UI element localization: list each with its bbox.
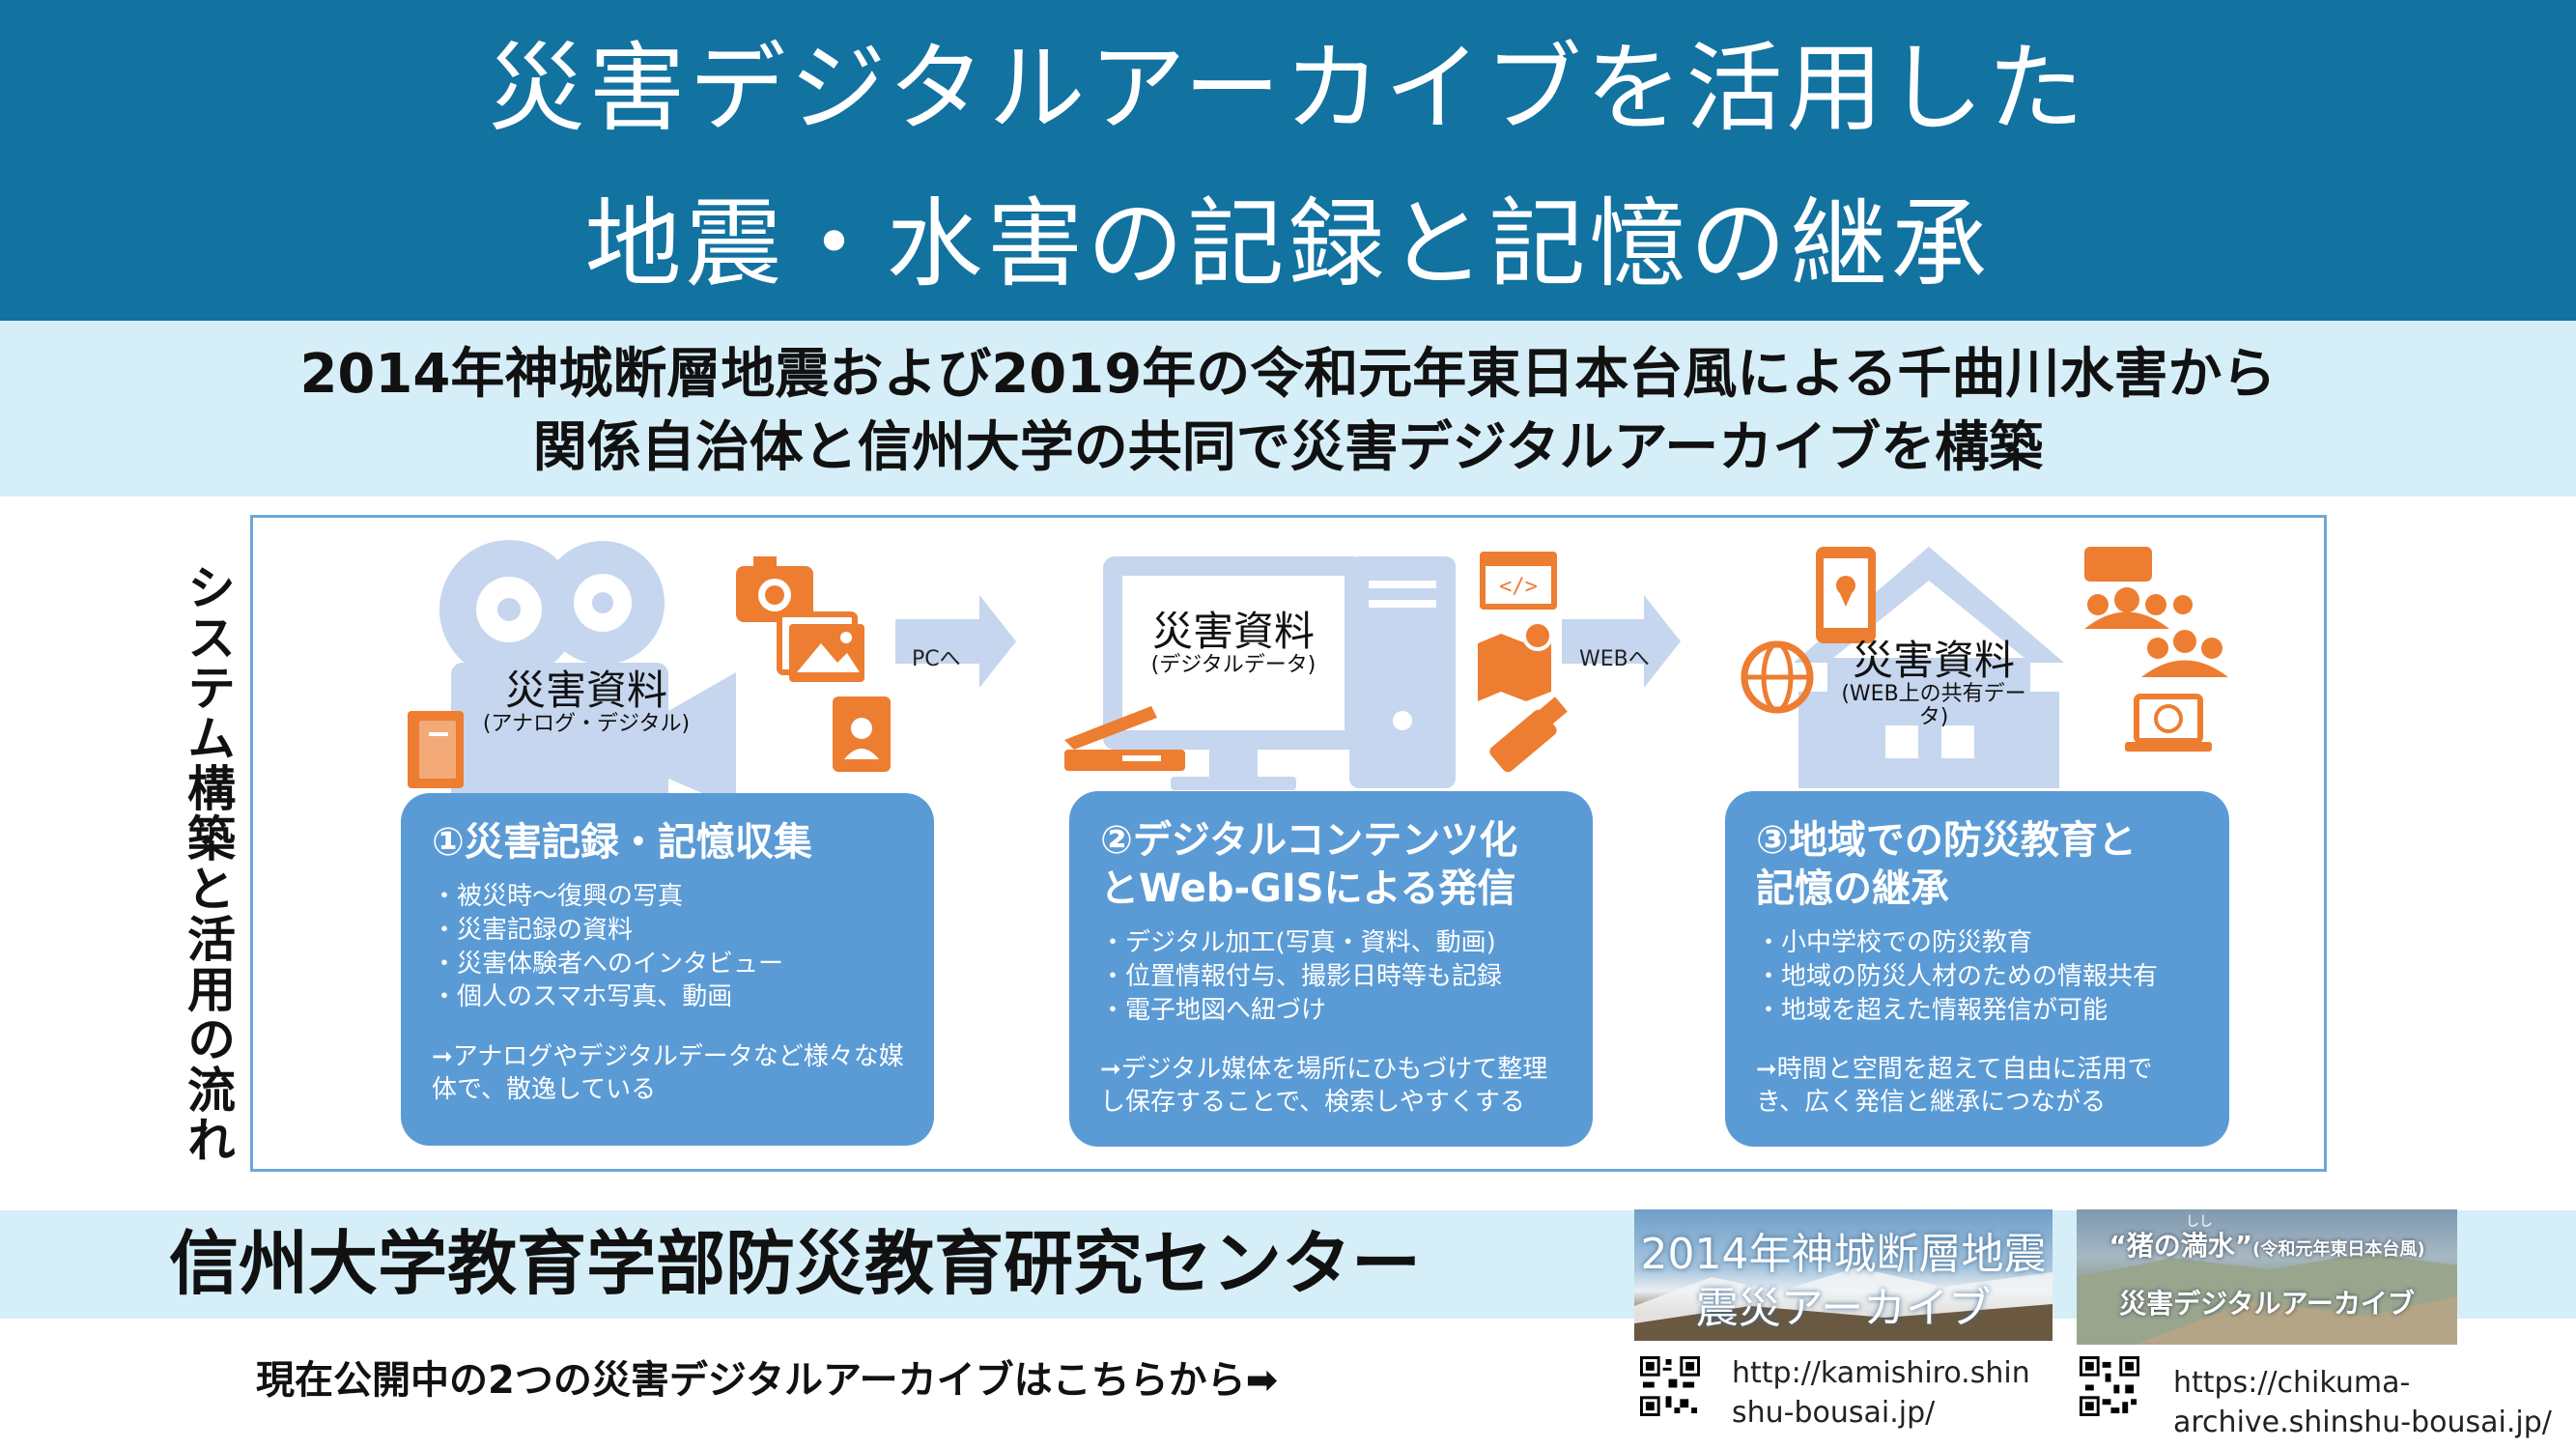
side-label: システム構築と活用の流れ bbox=[180, 562, 236, 1165]
stage2-box-title: ②デジタルコンテンツ化 とWeb-GISによる発信 bbox=[1100, 818, 1518, 911]
qr-code-icon[interactable] bbox=[1640, 1356, 1700, 1416]
list-item: 小中学校での防災教育 bbox=[1756, 926, 2200, 960]
stage3-bullets: 小中学校での防災教育 地域の防災人材のための情報共有 地域を超えた情報発信が可能 bbox=[1756, 926, 2200, 1027]
mountain-photo bbox=[1634, 1267, 2052, 1341]
kamishiro-banner-line2: 震災アーカイブ bbox=[1695, 1284, 1992, 1333]
stage1-bullets: 被災時～復興の写真 災害記録の資料 災害体験者へのインタビュー 個人のスマホ写真… bbox=[432, 880, 905, 1014]
stage1-box: ①災害記録・記憶収集 被災時～復興の写真 災害記録の資料 災害体験者へのインタビ… bbox=[401, 793, 934, 1146]
stage2-box: ②デジタルコンテンツ化 とWeb-GISによる発信 デジタル加工(写真・資料、動… bbox=[1069, 791, 1593, 1147]
list-item: 災害体験者へのインタビュー bbox=[432, 948, 905, 981]
arrow-to-web bbox=[1562, 595, 1681, 688]
code-window-icon: </> bbox=[1480, 552, 1557, 610]
picture-icon bbox=[777, 611, 864, 682]
list-item: 地域の防災人材のための情報共有 bbox=[1756, 960, 2200, 994]
qr-code-icon[interactable] bbox=[2080, 1356, 2139, 1416]
arrow-to-web-label: WEBへ bbox=[1579, 647, 1650, 671]
page-title-line2: 地震・水害の記録と記憶の継承 bbox=[584, 187, 1992, 300]
list-item: 電子地図へ紐づけ bbox=[1100, 994, 1564, 1028]
stage2-resource-sub: (デジタルデータ) bbox=[1150, 653, 1316, 678]
svg-text:</>: </> bbox=[1499, 575, 1538, 599]
list-item: 被災時～復興の写真 bbox=[432, 880, 905, 914]
stage3-resource-sub: (WEB上の共有データ) bbox=[1841, 682, 2026, 730]
stage3-box: ③地域での防災教育と 記憶の継承 小中学校での防災教育 地域の防災人材のための情… bbox=[1725, 791, 2229, 1147]
monitor-icon bbox=[1103, 556, 1364, 790]
list-item: デジタル加工(写真・資料、動画) bbox=[1100, 926, 1564, 960]
stage2-bullets: デジタル加工(写真・資料、動画) 位置情報付与、撮影日時等も記録 電子地図へ紐づ… bbox=[1100, 926, 1564, 1027]
subtitle-line2: 関係自治体と信州大学の共同で災害デジタルアーカイブを構築 bbox=[532, 416, 2044, 479]
stage3-box-title: ③地域での防災教育と 記憶の継承 bbox=[1756, 818, 2137, 911]
laptop-globe-icon bbox=[2125, 694, 2212, 752]
stage1-note: ➞アナログやデジタルデータなど様々な媒体で、散逸している bbox=[432, 1042, 904, 1105]
stage3-resource-label: 災害資料 (WEB上の共有データ) bbox=[1837, 637, 2030, 730]
stage1-resource-label: 災害資料 (アナログ・デジタル) bbox=[475, 668, 697, 736]
map-pin-icon bbox=[1478, 620, 1553, 701]
list-item: 位置情報付与、撮影日時等も記録 bbox=[1100, 960, 1564, 994]
page-title-line1: 災害デジタルアーカイブを活用した bbox=[488, 32, 2088, 145]
chikuma-url-link[interactable]: https://chikuma- archive.shinshu-bousai.… bbox=[2173, 1366, 2552, 1439]
chikuma-banner-ruby: しし bbox=[2186, 1214, 2213, 1230]
usb-drive-icon bbox=[1489, 696, 1568, 773]
flood-photo bbox=[2077, 1253, 2457, 1345]
pc-tower-icon bbox=[1349, 556, 1456, 788]
center-name: 信州大学教育学部防災教育研究センター bbox=[169, 1223, 1422, 1304]
stage2-resource-label: 災害資料 (デジタルデータ) bbox=[1122, 608, 1345, 678]
group-chat-icon bbox=[2084, 547, 2169, 629]
chikuma-banner-line2: 災害デジタルアーカイブ bbox=[2119, 1288, 2415, 1320]
subtitle-band: 2014年神城断層地震および2019年の令和元年東日本台風による千曲川水害から … bbox=[0, 321, 2576, 497]
stage1-illustration: </> bbox=[408, 540, 2228, 808]
stage1-resource-title: 災害資料 bbox=[504, 667, 667, 714]
globe-icon bbox=[1741, 640, 1814, 714]
arrow-to-pc bbox=[895, 595, 1016, 688]
stage3-note: ➞時間と空間を超えて自由に活用でき、広く発信と継承につながる bbox=[1756, 1055, 2153, 1118]
kamishiro-url-link[interactable]: http://kamishiro.shin shu-bousai.jp/ bbox=[1732, 1356, 2030, 1430]
book-icon bbox=[408, 711, 464, 788]
film-camera-icon bbox=[439, 540, 736, 808]
title-band: 災害デジタルアーカイブを活用した 地震・水害の記録と記憶の継承 bbox=[0, 0, 2576, 321]
kamishiro-archive-banner[interactable]: 2014年神城断層地震 震災アーカイブ bbox=[1634, 1209, 2052, 1341]
photo-camera-icon bbox=[736, 556, 813, 622]
arrow-to-pc-label: PCへ bbox=[912, 647, 961, 671]
scanner-icon bbox=[1064, 706, 1185, 771]
stage3-resource-title: 災害資料 bbox=[1852, 637, 2015, 684]
list-item: 災害記録の資料 bbox=[432, 914, 905, 948]
stage1-box-title: ①災害記録・記憶収集 bbox=[432, 820, 812, 865]
kamishiro-banner-line1: 2014年神城断層地震 bbox=[1640, 1230, 2047, 1279]
flow-panel: </> bbox=[250, 515, 2327, 1172]
list-item: 地域を超えた情報発信が可能 bbox=[1756, 994, 2200, 1028]
stage2-note: ➞デジタル媒体を場所にひもづけて整理し保存することで、検索しやすくする bbox=[1100, 1055, 1548, 1118]
idea-team-icon bbox=[2141, 595, 2228, 677]
stage2-resource-title: 災害資料 bbox=[1151, 608, 1315, 655]
archive-intro-note: 現在公開中の2つの災害デジタルアーカイブはこちらから➡ bbox=[256, 1358, 1279, 1403]
smartphone-pin-icon bbox=[1816, 547, 1876, 643]
chikuma-archive-banner[interactable]: しし “猪の満水”(令和元年東日本台風) 災害デジタルアーカイブ bbox=[2077, 1209, 2457, 1345]
id-card-icon bbox=[833, 696, 891, 772]
stage1-resource-sub: (アナログ・デジタル) bbox=[482, 712, 691, 737]
chikuma-banner-line1: “猪の満水”(令和元年東日本台風) bbox=[2109, 1230, 2425, 1262]
subtitle-line1: 2014年神城断層地震および2019年の令和元年東日本台風による千曲川水害から bbox=[299, 343, 2277, 406]
list-item: 個人のスマホ写真、動画 bbox=[432, 980, 905, 1014]
